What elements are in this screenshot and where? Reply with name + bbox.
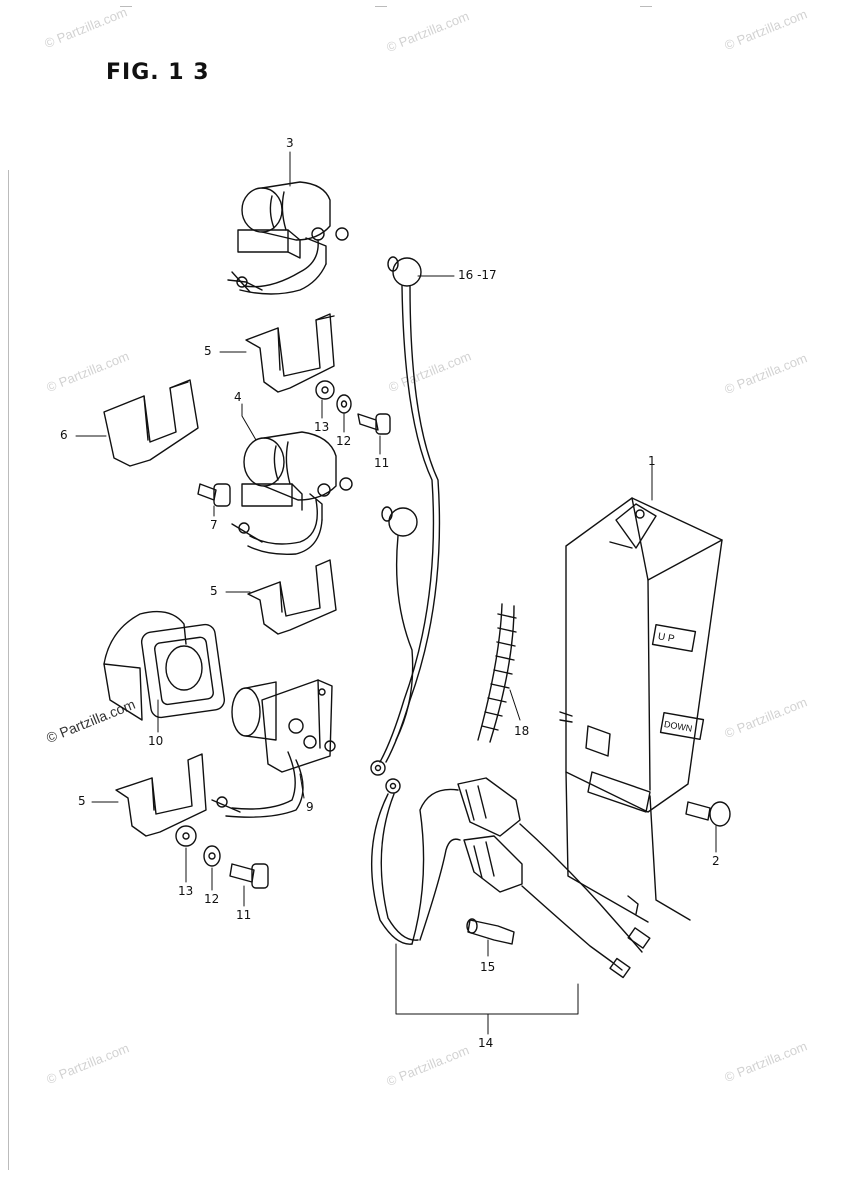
leader-lines [75,151,717,1035]
harness-part-14[interactable] [370,777,651,979]
callout-9: 9 [306,800,314,814]
figure-title: FIG. 1 3 [106,60,210,85]
boot-part-10[interactable] [103,610,226,721]
fuse-part-15[interactable] [466,918,515,945]
callout-12: 12 [336,434,352,448]
callout-2: 2 [712,854,720,868]
callout-16-17: 16 -17 [458,268,497,282]
scan-mark [640,6,652,7]
lead-wire-part-16-17[interactable] [370,256,441,776]
bolt-part-11-lower[interactable] [229,863,269,889]
spiral-tube-part-18[interactable] [477,603,517,743]
callout-5: 5 [204,344,212,358]
bracket-part-5-middle[interactable] [247,559,337,635]
callout-1: 1 [648,454,656,468]
callout-4: 4 [234,390,242,404]
callout-3: 3 [286,136,294,150]
callout-5: 5 [210,584,218,598]
callout-13: 13 [314,420,330,434]
scan-mark [120,6,132,7]
scan-edge-line [8,170,9,1170]
switch-box-part-1[interactable] [559,497,723,923]
callout-5: 5 [78,794,86,808]
cover-part-6[interactable] [103,379,199,467]
washer-part-13-upper[interactable] [315,380,335,400]
screw-part-2[interactable] [685,801,731,827]
relay-part-9[interactable] [211,679,336,818]
relay-part-3[interactable] [227,181,349,295]
bolt-part-11-upper[interactable] [357,413,391,435]
callout-15: 15 [480,960,496,974]
callout-10: 10 [148,734,164,748]
callout-14: 14 [478,1036,494,1050]
switch-label-down: DOWN [663,719,693,734]
relay-part-4[interactable] [231,431,353,556]
bracket-part-5-lower[interactable] [115,753,207,837]
switch-label-up: U P [657,631,676,645]
bracket-part-5-upper[interactable] [245,313,335,393]
callout-6: 6 [60,428,68,442]
callout-13: 13 [178,884,194,898]
nut-part-12-upper[interactable] [336,394,352,414]
callout-7: 7 [210,518,218,532]
callout-11: 11 [374,456,390,470]
callout-12: 12 [204,892,220,906]
nut-part-12-lower[interactable] [203,845,221,867]
bolt-part-7[interactable] [197,483,231,507]
callout-18: 18 [514,724,530,738]
scan-mark [375,6,387,7]
washer-part-13-lower[interactable] [175,825,197,847]
callout-11: 11 [236,908,252,922]
